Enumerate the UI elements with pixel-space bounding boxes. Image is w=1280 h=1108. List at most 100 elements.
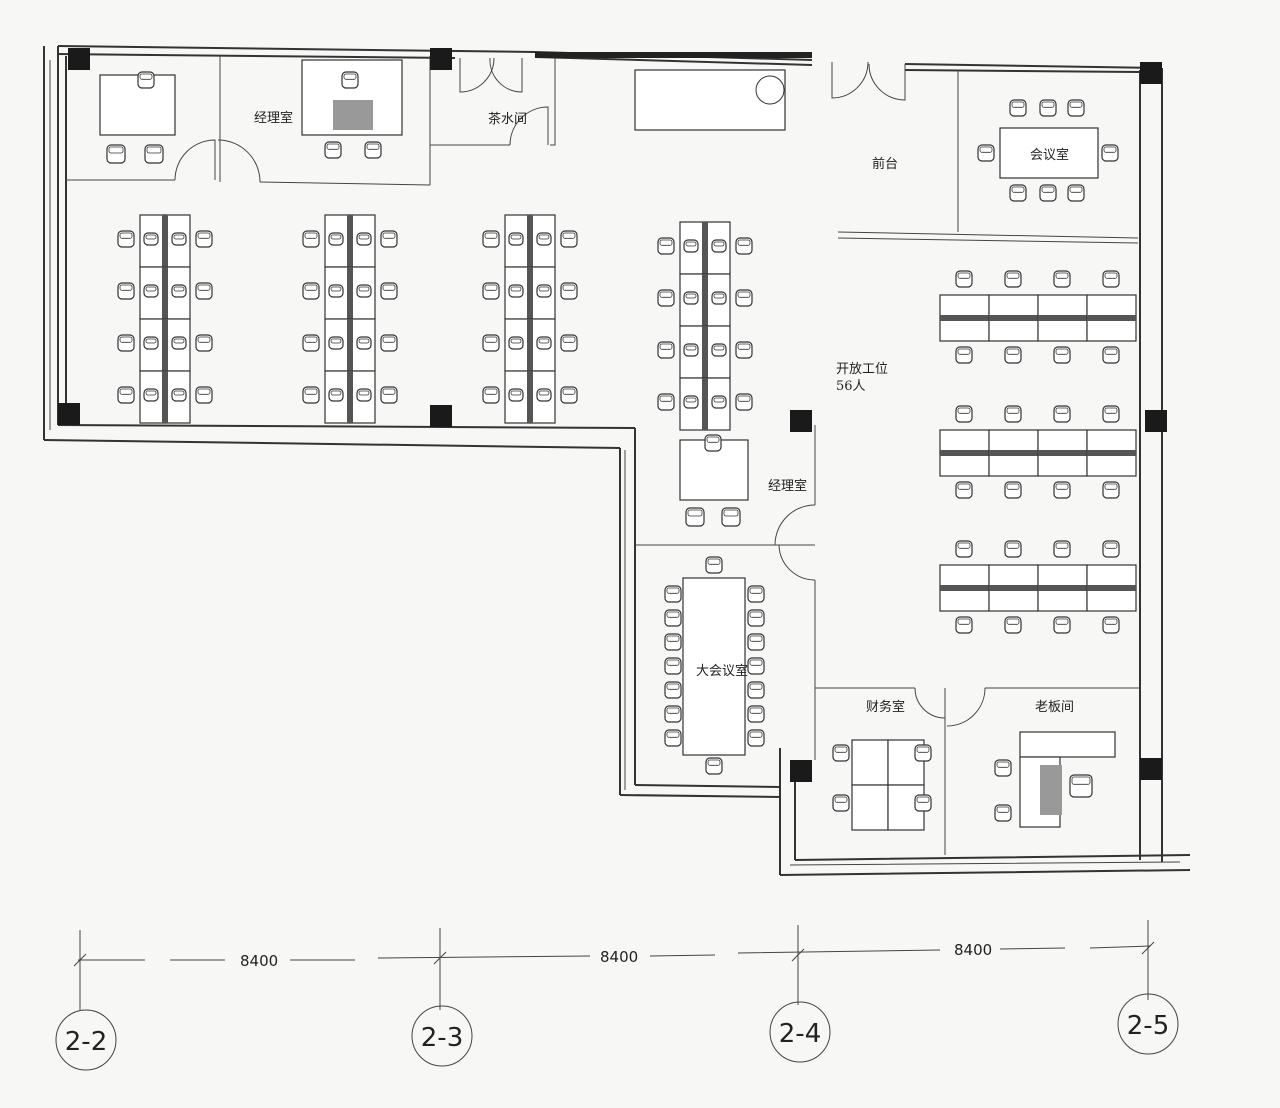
column (58, 403, 80, 425)
chair-seat (1053, 540, 1071, 558)
chair-back (304, 232, 318, 239)
column (790, 410, 812, 432)
chair-back (145, 338, 157, 344)
chair (914, 744, 932, 762)
chair (560, 386, 578, 404)
chair-back (834, 746, 848, 753)
chair-back (996, 761, 1010, 768)
desk (99, 74, 176, 136)
chair (328, 336, 344, 350)
chair (195, 334, 213, 352)
axis-markers: 2-2 2-3 2-4 2-5 (55, 993, 1179, 1071)
chair-back (145, 286, 157, 292)
chair-back (1055, 483, 1069, 490)
chair (117, 334, 135, 352)
room-label-boss-office: 老板间 (1035, 700, 1074, 715)
desk-divider (1038, 315, 1087, 321)
chair-back (723, 509, 739, 517)
chair-seat (704, 434, 722, 452)
chair-back (538, 390, 550, 396)
chair-seat (1069, 774, 1093, 798)
chair-seat (117, 282, 135, 300)
chair-seat (1004, 481, 1022, 499)
desk-divider (702, 222, 708, 274)
chair (302, 386, 320, 404)
chair-back (916, 796, 930, 803)
chair-back (996, 806, 1010, 813)
dimension-label: 8400 (600, 948, 638, 966)
chair (1067, 184, 1085, 202)
chair-back (538, 286, 550, 292)
desk-divider (1087, 585, 1136, 591)
chair (685, 507, 705, 527)
chair-back (197, 388, 211, 395)
chair-seat (106, 144, 126, 164)
chair-seat (1004, 616, 1022, 634)
chair-back (484, 388, 498, 395)
chair-seat (195, 334, 213, 352)
chair-back (957, 272, 971, 279)
chair (664, 609, 682, 627)
room-label-finance-room: 财务室 (866, 699, 905, 715)
chair (657, 237, 675, 255)
chair (117, 282, 135, 300)
chair (137, 71, 155, 89)
chair-seat (832, 794, 850, 812)
chair (356, 336, 372, 350)
chair (171, 284, 187, 298)
column (1140, 62, 1162, 84)
chair (735, 393, 753, 411)
hatched-cabinet (333, 100, 373, 130)
structural-columns (58, 48, 1167, 782)
chair-back (834, 796, 848, 803)
desk (1086, 317, 1137, 342)
chair (747, 609, 765, 627)
chair-back (330, 390, 342, 396)
chair-seat (735, 237, 753, 255)
desk-divider (940, 450, 989, 456)
desk (939, 452, 990, 477)
desk (988, 452, 1039, 477)
chair-back (659, 239, 673, 246)
axis-bubble (769, 1001, 831, 1063)
chair (955, 270, 973, 288)
chair-seat (560, 334, 578, 352)
chair-back (358, 338, 370, 344)
chair (1053, 616, 1071, 634)
chair-seat (144, 144, 164, 164)
chair-back (119, 388, 133, 395)
chair (482, 334, 500, 352)
chair-back (1055, 542, 1069, 549)
chair-seat (664, 633, 682, 651)
chair-back (538, 234, 550, 240)
dimension-label: 8400 (954, 941, 992, 959)
chair (683, 343, 699, 357)
chair-back (510, 338, 522, 344)
chair-back (957, 407, 971, 414)
chair-seat (955, 481, 973, 499)
chair-seat (747, 705, 765, 723)
chair-back (687, 509, 703, 517)
chair-back (1006, 407, 1020, 414)
room-label-tea-room: 茶水间 (488, 111, 527, 127)
chair-back (1006, 348, 1020, 355)
chair (664, 729, 682, 747)
chair (955, 616, 973, 634)
desk-divider (347, 215, 353, 267)
desk (1037, 587, 1088, 612)
chair (1004, 540, 1022, 558)
chair-seat (705, 757, 723, 775)
chair-back (304, 336, 318, 343)
chair (1053, 405, 1071, 423)
chair-seat (657, 237, 675, 255)
axis-bubble (1117, 993, 1179, 1055)
chair-seat (994, 759, 1012, 777)
column (430, 405, 452, 427)
chair-seat (664, 657, 682, 675)
chair (735, 289, 753, 307)
chair-back (173, 390, 185, 396)
chair (328, 232, 344, 246)
right-bottom-wall (779, 748, 1191, 876)
chair-back (1104, 272, 1118, 279)
